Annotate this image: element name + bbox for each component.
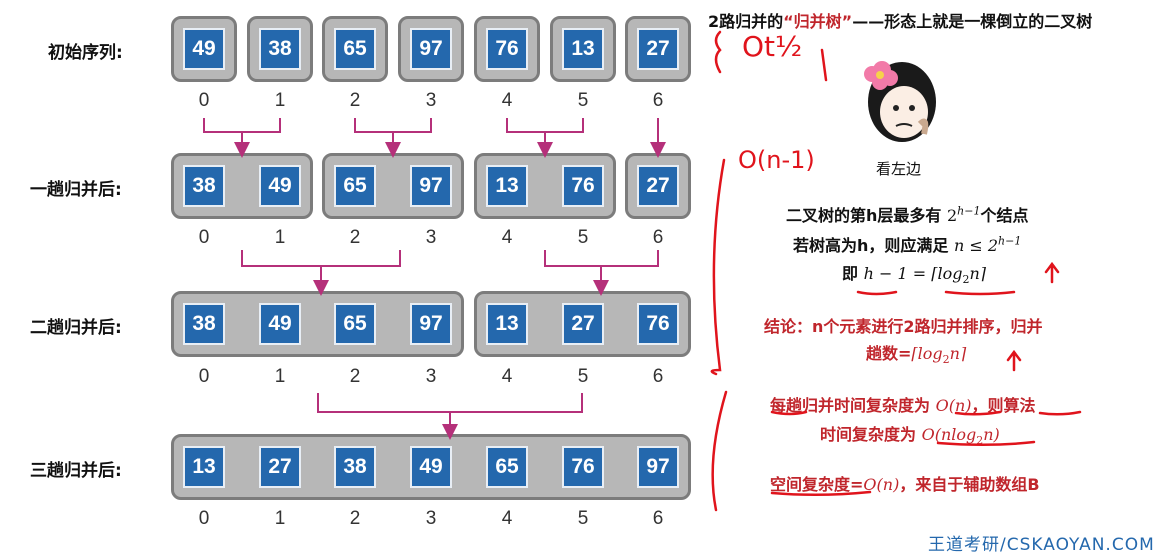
index-label: 4 — [501, 227, 513, 248]
merge-arrows — [203, 118, 666, 440]
array-cell: 49 — [410, 446, 452, 488]
merge-bracket — [241, 250, 401, 267]
space-complexity-note: 空间复杂度=O(n)，来自于辅助数组B — [770, 475, 1040, 494]
index-label: 6 — [652, 90, 664, 111]
index-label: 1 — [274, 366, 286, 387]
merge-bracket — [317, 393, 583, 413]
row-label-pass1: 一趟归并后: — [30, 180, 122, 200]
meme-face-image — [864, 61, 936, 142]
array-cell: 27 — [562, 303, 604, 345]
conclusion-line-2: 趟数=⌈log2n⌉ — [866, 344, 967, 367]
array-cell: 65 — [334, 303, 376, 345]
array-cell: 76 — [562, 165, 604, 207]
index-label: 0 — [198, 366, 210, 387]
index-label: 6 — [652, 508, 664, 529]
array-cell: 27 — [637, 28, 679, 70]
index-label: 2 — [349, 90, 361, 111]
array-cell: 38 — [334, 446, 376, 488]
index-label: 2 — [349, 366, 361, 387]
row-label-initial: 初始序列: — [48, 43, 123, 63]
handwriting-top: Ot½ — [742, 30, 803, 63]
handwriting-mid: O(n-1) — [738, 146, 815, 174]
index-label: 1 — [274, 508, 286, 529]
row-label-pass2: 二趟归并后: — [30, 318, 122, 338]
array-cell: 97 — [410, 303, 452, 345]
index-label: 0 — [198, 227, 210, 248]
brace-stroke — [711, 390, 728, 512]
arrow-stroke — [1044, 261, 1060, 284]
row-label-pass3: 三趟归并后: — [30, 461, 122, 481]
array-cell: 13 — [486, 165, 528, 207]
array-cell: 27 — [259, 446, 301, 488]
array-cell: 76 — [637, 303, 679, 345]
tree-height-note: 若树高为h，则应满足 n ≤ 2h−1 — [793, 234, 1022, 255]
index-label: 0 — [198, 508, 210, 529]
underline-stroke — [944, 290, 1016, 296]
array-cell: 97 — [637, 446, 679, 488]
merge-group — [247, 16, 313, 82]
index-label: 3 — [425, 90, 437, 111]
index-label: 2 — [349, 227, 361, 248]
index-label: 3 — [425, 366, 437, 387]
array-cell: 13 — [486, 303, 528, 345]
footer-watermark: 王道考研/CSKAOYAN.COM — [928, 535, 1155, 555]
array-cell: 65 — [486, 446, 528, 488]
index-label: 6 — [652, 227, 664, 248]
array-cell: 38 — [259, 28, 301, 70]
index-label: 5 — [577, 508, 589, 529]
index-label: 6 — [652, 366, 664, 387]
conclusion-line-1: 结论：n个元素进行2路归并排序，归并 — [764, 317, 1043, 336]
merge-bracket — [203, 118, 281, 133]
array-cell: 13 — [183, 446, 225, 488]
array-cell: 38 — [183, 165, 225, 207]
index-label: 4 — [501, 508, 513, 529]
meme-caption: 看左边 — [876, 160, 922, 178]
slide-title: 2路归并的“归并树”——形态上就是一棵倒立的二叉树 — [708, 12, 1093, 31]
index-label: 1 — [274, 227, 286, 248]
array-cell: 65 — [334, 165, 376, 207]
brace-stroke — [710, 158, 726, 376]
index-label: 0 — [198, 90, 210, 111]
ceil-formula-note: 即 h − 1 = ⌈log2n⌉ — [842, 264, 987, 287]
array-cell: 49 — [259, 303, 301, 345]
underline-stroke — [1038, 410, 1082, 416]
underline-stroke — [856, 290, 898, 296]
array-cell: 76 — [562, 446, 604, 488]
array-cell: 27 — [637, 165, 679, 207]
index-label: 5 — [577, 227, 589, 248]
index-label: 4 — [501, 90, 513, 111]
array-cell: 13 — [562, 28, 604, 70]
array-cell: 97 — [410, 165, 452, 207]
array-cell: 38 — [183, 303, 225, 345]
time-complexity-line-1: 每趟归并时间复杂度为 O(n)，则算法 — [770, 396, 1036, 415]
index-label: 1 — [274, 90, 286, 111]
merge-bracket — [544, 250, 659, 267]
array-cell: 49 — [183, 28, 225, 70]
merge-bracket — [354, 118, 432, 133]
index-label: 5 — [577, 90, 589, 111]
index-label: 3 — [425, 508, 437, 529]
merge-bracket — [506, 118, 584, 133]
arrow-stroke — [1006, 349, 1022, 372]
array-cell: 97 — [410, 28, 452, 70]
array-cell: 49 — [259, 165, 301, 207]
brace-stroke — [714, 30, 722, 74]
index-label: 4 — [501, 366, 513, 387]
tree-level-note: 二叉树的第h层最多有 2h−1个结点 — [786, 204, 1029, 225]
time-complexity-line-2: 时间复杂度为 O(nlog2n) — [820, 425, 1000, 448]
index-label: 5 — [577, 366, 589, 387]
array-cell: 65 — [334, 28, 376, 70]
array-cell: 76 — [486, 28, 528, 70]
brace-stroke — [820, 48, 828, 82]
index-label: 2 — [349, 508, 361, 529]
index-label: 3 — [425, 227, 437, 248]
